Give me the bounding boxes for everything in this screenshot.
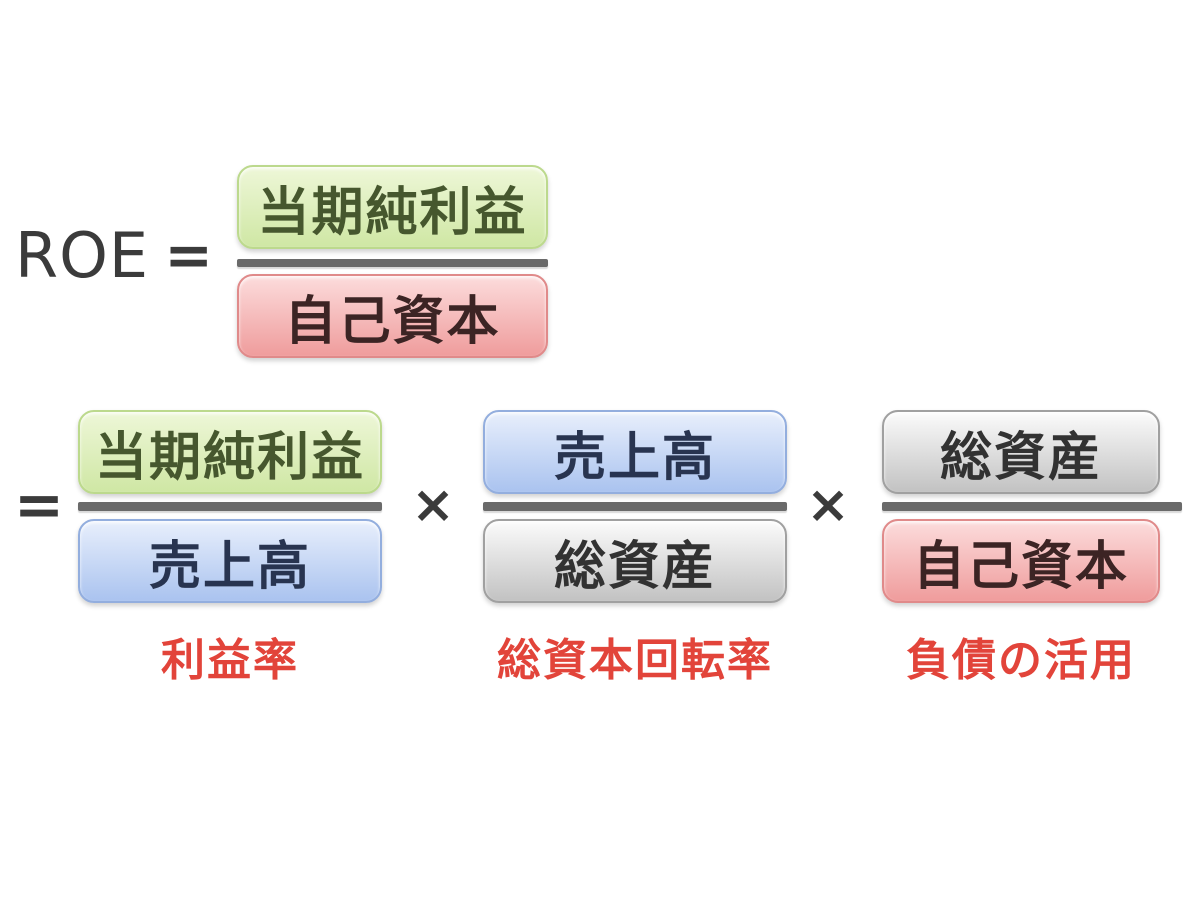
box-net-income: 当期純利益 [237, 165, 548, 249]
equals-sign-expanded: = [13, 470, 65, 540]
box-equity: 自己資本 [237, 274, 548, 358]
box-sales-numerator: 売上高 [483, 410, 787, 494]
fraction-leverage: 総資産 自己資本 負債の活用 [882, 410, 1182, 686]
expanded-formula-row: = 当期純利益 売上高 利益率 × 売上高 総資産 総資本回転率 × 総資産 自… [0, 410, 1197, 690]
multiply-sign-2: × [806, 475, 850, 535]
box-total-assets-denominator: 総資産 [483, 519, 787, 603]
box-sales-denominator: 売上高 [78, 519, 382, 603]
box-total-assets-numerator: 総資産 [882, 410, 1160, 494]
fraction-bar-2 [483, 502, 787, 511]
label-asset-turnover: 総資本回転率 [497, 635, 773, 686]
roe-text: ROE [15, 218, 150, 292]
roe-lhs-group: ROE = [15, 165, 213, 345]
fraction-bar-1 [78, 502, 382, 511]
multiply-sign-1: × [411, 475, 455, 535]
fraction-profit-margin: 当期純利益 売上高 利益率 [78, 410, 382, 686]
label-leverage: 負債の活用 [906, 635, 1136, 686]
fraction-bar-top [237, 259, 548, 267]
equals-sign-top: = [164, 221, 213, 289]
fraction-bar-3 [882, 502, 1182, 511]
box-net-income-2: 当期純利益 [78, 410, 382, 494]
box-equity-2: 自己資本 [882, 519, 1160, 603]
fraction-asset-turnover: 売上高 総資産 総資本回転率 [483, 410, 787, 686]
fraction-roe: 当期純利益 自己資本 [237, 165, 548, 358]
label-profit-margin: 利益率 [161, 635, 299, 686]
